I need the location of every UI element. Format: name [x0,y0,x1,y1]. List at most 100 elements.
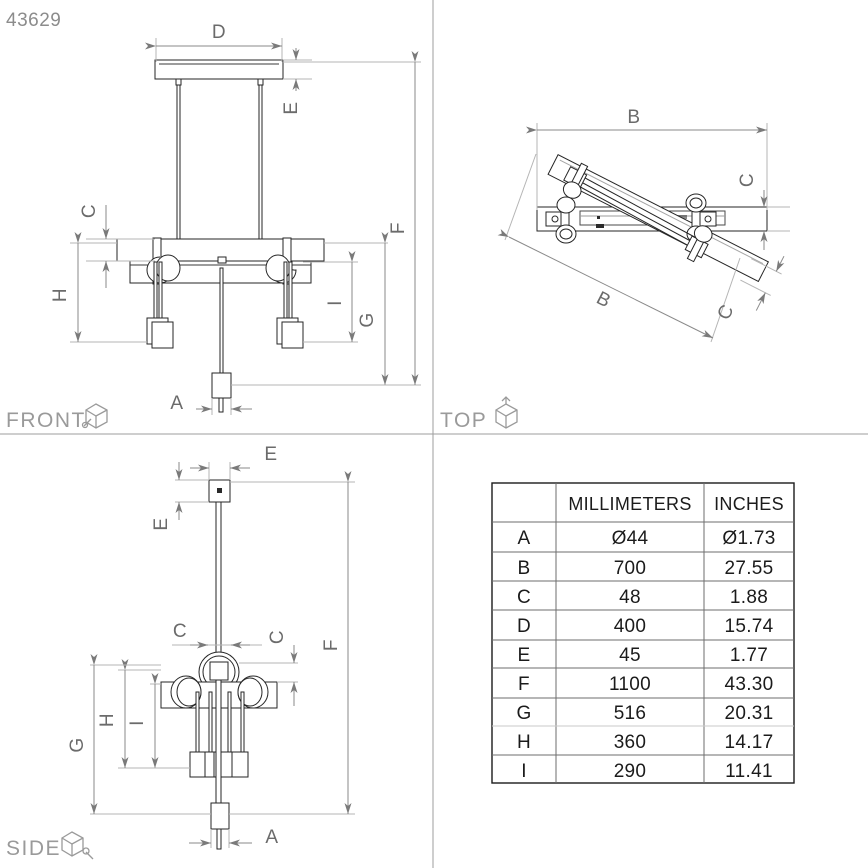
table-cell-key: G [516,703,531,724]
table-row: G 516 20.31 [516,703,773,724]
side-dim-H: H [97,659,190,769]
side-center-lamp [210,802,230,850]
dim-label-C-top-right: C [737,173,758,187]
table-cell-mm: 290 [614,761,647,782]
table-cell-mm: 360 [614,732,647,753]
top-dim-B-horizontal: B [526,107,768,210]
table-cell-mm: 400 [614,616,647,637]
view-label-side: SIDE [6,837,61,860]
dimension-table: MILLIMETERS INCHES A Ø44 Ø1.73 B 700 27.… [491,482,795,784]
front-dim-F: F [231,51,421,386]
table-cell-key: E [518,645,531,666]
dim-label-C-top-diagonal: C [714,301,739,323]
table-cell-in: Ø1.73 [722,528,775,549]
iso-cube-top-icon [495,396,518,429]
side-dim-A: A [189,827,278,848]
side-center-rod [215,679,222,809]
table-cell-in: 14.17 [724,732,773,753]
table-row: A Ø44 Ø1.73 [518,528,776,549]
front-left-clamp [146,237,181,343]
top-dim-B-diagonal: B [497,153,741,343]
front-center-detail [217,256,227,264]
table-cell-in: 27.55 [724,558,773,579]
dim-label-F-side: F [321,639,342,651]
view-label-front: FRONT [6,409,86,432]
table-cell-key: A [518,528,531,549]
front-view-drawing: D E C H [50,22,421,415]
side-dim-E-horizontal: E [190,444,277,480]
dim-label-H-front: H [50,288,71,302]
top-view-drawing: B B C [497,107,790,343]
table-cell-mm: 45 [619,645,641,666]
table-cell-in: 20.31 [724,703,773,724]
front-dim-H: H [50,232,147,343]
table-cell-in: 1.88 [730,587,768,608]
table-cell-in: 11.41 [725,761,773,782]
dim-label-B-top: B [627,107,640,128]
table-header-inches: INCHES [714,494,784,514]
dim-label-F-front: F [388,222,409,234]
dim-label-G-side: G [67,737,88,752]
front-right-lamp-holder [276,317,304,349]
front-suspension-rods [175,78,264,241]
table-row: I 290 11.41 [521,761,773,782]
dim-label-B-top-diagonal: B [593,288,614,313]
part-number: 43629 [6,10,61,31]
front-dim-A: A [170,393,252,415]
side-canopy [208,479,231,503]
table-row: E 45 1.77 [518,645,768,666]
table-cell-key: B [518,558,531,579]
table-cell-key: H [517,732,531,753]
table-row: C 48 1.88 [517,587,768,608]
dim-label-C-side-right: C [267,630,288,644]
table-cell-in: 43.30 [724,674,773,695]
table-header-millimeters: MILLIMETERS [568,494,691,514]
side-dim-F: F [229,471,355,815]
side-dim-G: G [67,654,211,815]
table-row: B 700 27.55 [518,558,774,579]
table-cell-key: C [517,587,531,608]
front-left-lamp-holder [146,317,174,349]
table-cell-key: I [521,761,527,782]
side-view-drawing: E E C C [67,444,355,850]
side-dim-C-right: C [239,630,298,706]
dim-label-I-side: I [127,720,148,726]
table-cell-key: D [517,616,531,637]
table-cell-mm: 1100 [609,674,651,695]
front-center-lamp [211,267,232,413]
front-canopy [154,59,284,80]
table-row: F 1100 43.30 [518,674,773,695]
view-label-front-group: FRONT [6,403,108,432]
table-cell-in: 1.77 [730,645,768,666]
dim-label-C-front: C [79,204,100,218]
iso-cube-front-icon [81,403,108,429]
table-cell-key: F [518,674,530,695]
top-dim-C-right: C [737,173,790,250]
front-dim-I: I [303,251,358,343]
dim-label-A-front: A [170,393,183,414]
side-left-ring [170,675,202,709]
dim-label-H-side: H [97,713,118,727]
dim-label-E-side-horizontal: E [264,444,277,465]
table-row: D 400 15.74 [517,616,773,637]
view-label-top: TOP [440,409,487,432]
table-cell-in: 15.74 [724,616,773,637]
table-cell-mm: 48 [619,587,641,608]
front-dim-C: C [79,204,155,288]
front-dim-D: D [145,22,283,62]
dim-label-E-side-vertical: E [151,517,172,530]
top-diagonal-bar [547,154,770,283]
table-cell-mm: Ø44 [612,528,649,549]
dim-label-I-front: I [325,300,346,306]
side-dim-E-vertical: E [151,462,209,531]
dim-label-G-front: G [357,312,378,327]
dim-label-A-side: A [265,827,278,848]
view-label-side-group: SIDE [6,831,94,860]
dim-label-C-side-left: C [173,621,187,642]
table-row: H 360 14.17 [517,732,773,753]
side-dim-C-left: C [172,621,262,649]
table-cell-mm: 516 [614,703,647,724]
